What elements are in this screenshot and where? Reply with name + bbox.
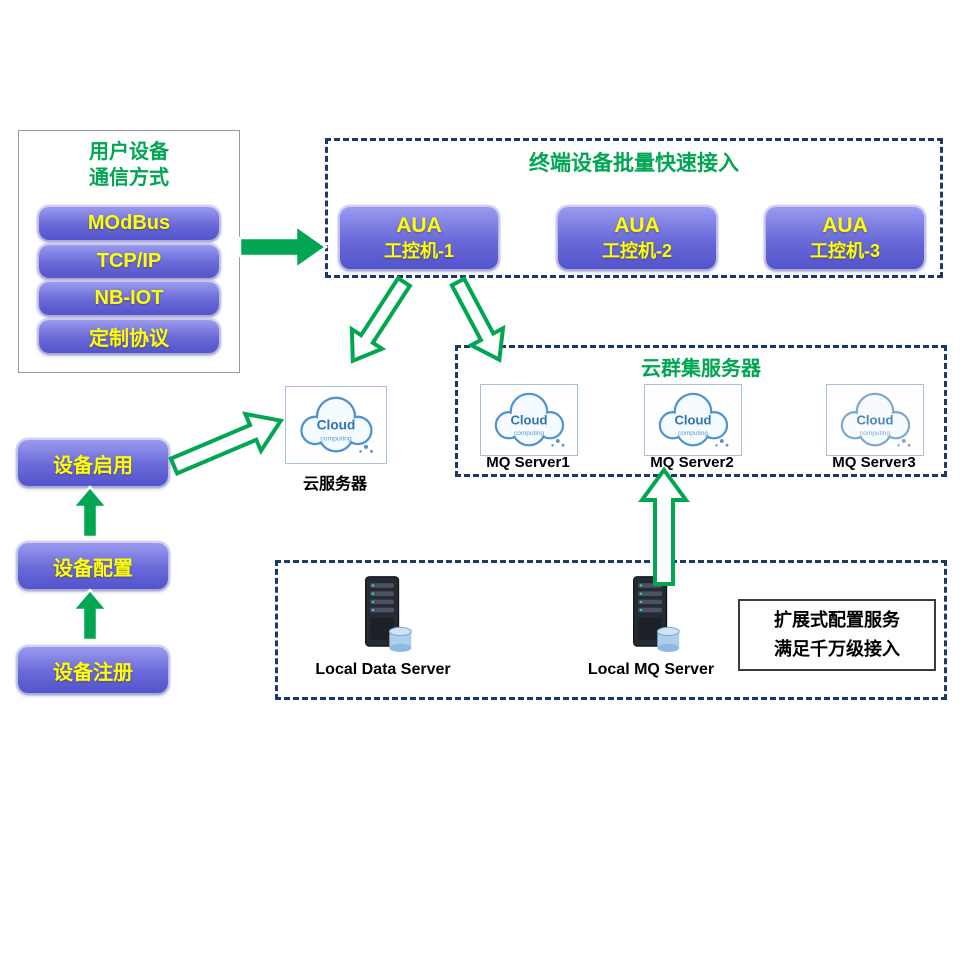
- mq-cloud-1-icon: Cloud computing: [480, 384, 578, 456]
- terminal-panel: 终端设备批量快速接入 AUA 工控机-1 AUA 工控机-2 AUA 工控机-3: [325, 138, 943, 278]
- mq-server2-label: MQ Server2: [650, 454, 734, 471]
- cloud-shape: [494, 392, 565, 447]
- mq-cloud-2-icon: Cloud computing: [644, 384, 742, 456]
- scale-note-line2: 满足千万级接入: [774, 639, 900, 659]
- cloud-word: Cloud: [674, 412, 711, 427]
- database-cylinder: [388, 626, 412, 652]
- protocol-item-tcpip: TCP/IP: [39, 245, 219, 278]
- cluster-panel: 云群集服务器 Cloud computing: [455, 345, 947, 477]
- aua3-line1: AUA: [822, 214, 868, 237]
- protocol-item-modbus: MOdBus: [39, 207, 219, 240]
- arrow-configure-to-enable: [70, 485, 110, 539]
- arrow-register-to-configure: [70, 588, 110, 642]
- mq-server1-label: MQ Server1: [486, 454, 570, 471]
- cloud-shape: [840, 392, 911, 447]
- local-data-server-label: Local Data Server: [315, 661, 451, 678]
- device-step-enable: 设备启用: [18, 440, 168, 486]
- arrow-protocols-to-aua1: [238, 223, 329, 271]
- arrow-aua1-to-cloud-server: [349, 275, 413, 364]
- local-mq-server-icon: [633, 576, 680, 652]
- protocol-panel: 用户设备 通信方式 MOdBus TCP/IP NB-IOT 定制协议: [18, 130, 240, 373]
- device-step-register: 设备注册: [18, 647, 168, 693]
- cluster-panel-title: 云群集服务器: [641, 358, 761, 380]
- aua-node-3: AUA 工控机-3: [766, 207, 924, 269]
- protocol-item-custom: 定制协议: [39, 320, 219, 353]
- protocol-title-line2: 通信方式: [89, 167, 169, 189]
- cloud-word: Cloud: [510, 412, 547, 427]
- scale-note-line1: 扩展式配置服务: [774, 610, 900, 630]
- scale-note-box: 扩展式配置服务 满足千万级接入: [738, 599, 936, 671]
- aua2-line1: AUA: [614, 214, 660, 237]
- aua1-line2: 工控机-1: [383, 241, 454, 261]
- protocol-panel-title: 用户设备 通信方式: [19, 139, 239, 191]
- aua-node-1: AUA 工控机-1: [340, 207, 498, 269]
- mq-cloud-3-icon: Cloud computing: [826, 384, 924, 456]
- mq-server3-label: MQ Server3: [832, 454, 916, 471]
- cloud-subword: computing: [320, 435, 352, 442]
- aua1-line1: AUA: [396, 214, 442, 237]
- cloud-subword: computing: [678, 430, 709, 437]
- cloud-shape: [658, 392, 729, 447]
- aua2-line2: 工控机-2: [601, 241, 672, 261]
- aua-node-2: AUA 工控机-2: [558, 207, 716, 269]
- cloud-server-icon: Cloud computing: [285, 386, 387, 464]
- database-cylinder: [656, 626, 680, 652]
- protocol-item-nbiot: NB-IOT: [39, 282, 219, 315]
- protocol-title-line1: 用户设备: [89, 141, 169, 163]
- cloud-subword: computing: [514, 430, 545, 437]
- cloud-word: Cloud: [317, 418, 356, 433]
- local-data-server-icon: [365, 576, 412, 652]
- cloud-subword: computing: [860, 430, 891, 437]
- cloud-shape: [300, 396, 373, 453]
- local-mq-server-label: Local MQ Server: [587, 661, 715, 678]
- local-panel: Local Data Server Local MQ Server 扩展式配置服…: [275, 560, 947, 700]
- terminal-panel-title: 终端设备批量快速接入: [529, 152, 739, 175]
- cloud-server-label: 云服务器: [302, 476, 367, 493]
- device-step-configure: 设备配置: [18, 543, 168, 589]
- cloud-word: Cloud: [856, 412, 893, 427]
- aua3-line2: 工控机-3: [809, 241, 880, 261]
